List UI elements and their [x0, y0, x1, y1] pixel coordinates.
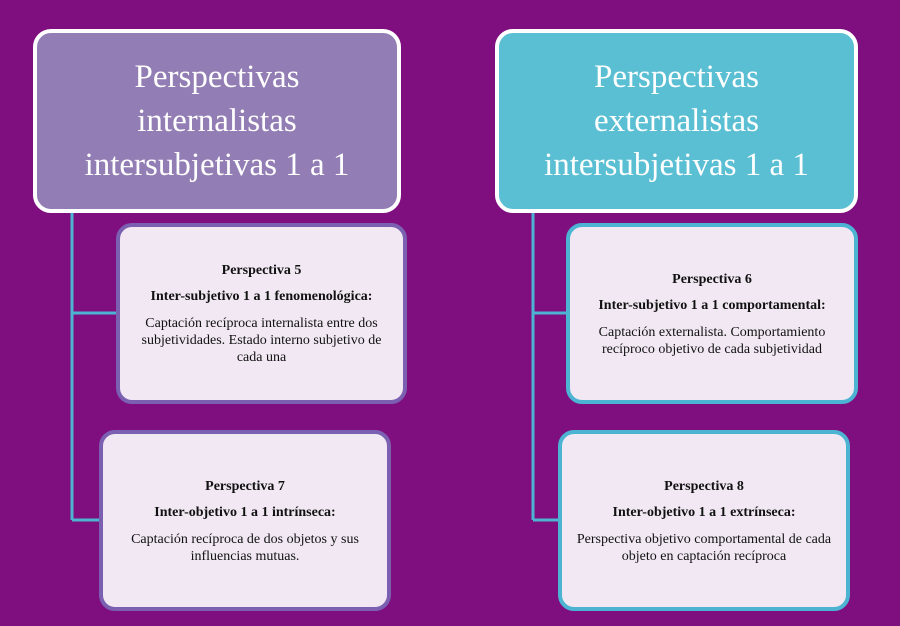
perspective-8-description: Perspectiva objetivo comportamental de c…	[576, 531, 832, 564]
perspective-7-subtitle: Inter-objetivo 1 a 1 intrínseca:	[154, 504, 336, 520]
perspective-6-subtitle: Inter-subjetivo 1 a 1 comportamental:	[598, 297, 826, 313]
perspective-6-description: Captación externalista. Comportamiento r…	[598, 324, 826, 357]
perspective-5-description: Captación recíproca internalista entre d…	[141, 316, 382, 365]
perspective-7-title: Perspectiva 7	[205, 478, 285, 494]
internalist-header-text: Perspectivas internalistas intersubjetiv…	[84, 59, 350, 183]
perspective-7-description: Captación recíproca de dos objetos y sus…	[131, 531, 359, 564]
perspective-6-title: Perspectiva 6	[672, 271, 752, 287]
perspective-8-card: Perspectiva 8 Inter-objetivo 1 a 1 extrí…	[558, 430, 850, 611]
externalist-header-text: Perspectivas externalistas intersubjetiv…	[544, 59, 809, 183]
perspective-5-subtitle: Inter-subjetivo 1 a 1 fenomenológica:	[150, 289, 373, 304]
perspective-7-card: Perspectiva 7 Inter-objetivo 1 a 1 intrí…	[99, 430, 391, 611]
internalist-header-box: Perspectivas internalistas intersubjetiv…	[33, 29, 401, 213]
perspective-6-card: Perspectiva 6 Inter-subjetivo 1 a 1 comp…	[566, 223, 858, 404]
perspective-8-subtitle: Inter-objetivo 1 a 1 extrínseca:	[612, 504, 796, 520]
perspective-5-title: Perspectiva 5	[221, 263, 302, 278]
perspective-8-title: Perspectiva 8	[664, 478, 744, 494]
perspective-5-card: Perspectiva 5 Inter-subjetivo 1 a 1 feno…	[116, 223, 407, 404]
externalist-header-box: Perspectivas externalistas intersubjetiv…	[495, 29, 858, 213]
